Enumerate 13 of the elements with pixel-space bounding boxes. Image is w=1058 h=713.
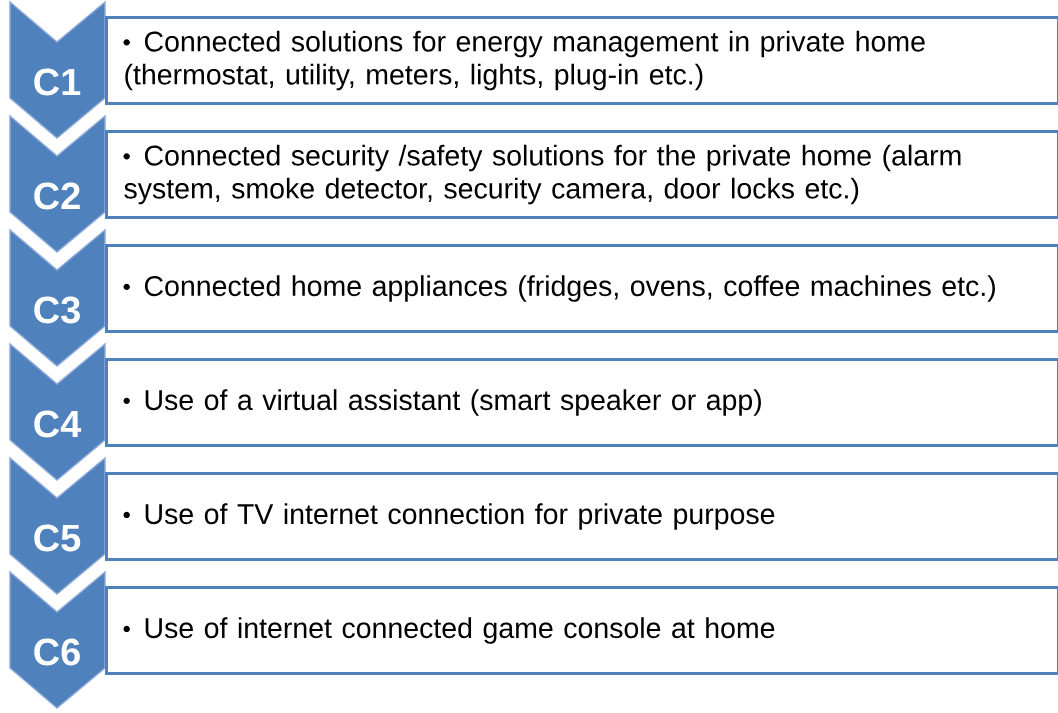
item-box: Use of internet connected game console at home: [105, 586, 1058, 675]
item-box: Connected home appliances (fridges, ovens, coffee machines etc.): [105, 244, 1058, 333]
step-badge: C6: [9, 570, 106, 709]
item-box: Connected solutions for energy management in private home (thermostat, utility, meters, lights, plug-in etc.): [105, 16, 1058, 105]
item-box: Connected security /safety solutions for the private home (alarm system, smoke detector, security camera, door locks etc.): [105, 130, 1058, 219]
node-label: C6: [34, 638, 80, 666]
item-box: Use of a virtual assistant (smart speaker or app): [105, 358, 1058, 447]
step-badge: C5: [9, 456, 106, 595]
step-badge: C3: [9, 228, 106, 367]
item-box: Use of TV internet connection for private purpose: [105, 472, 1058, 561]
step-badge: C4: [9, 342, 106, 481]
step-badge: C2: [9, 114, 106, 253]
step-badge: C1: [9, 0, 106, 139]
